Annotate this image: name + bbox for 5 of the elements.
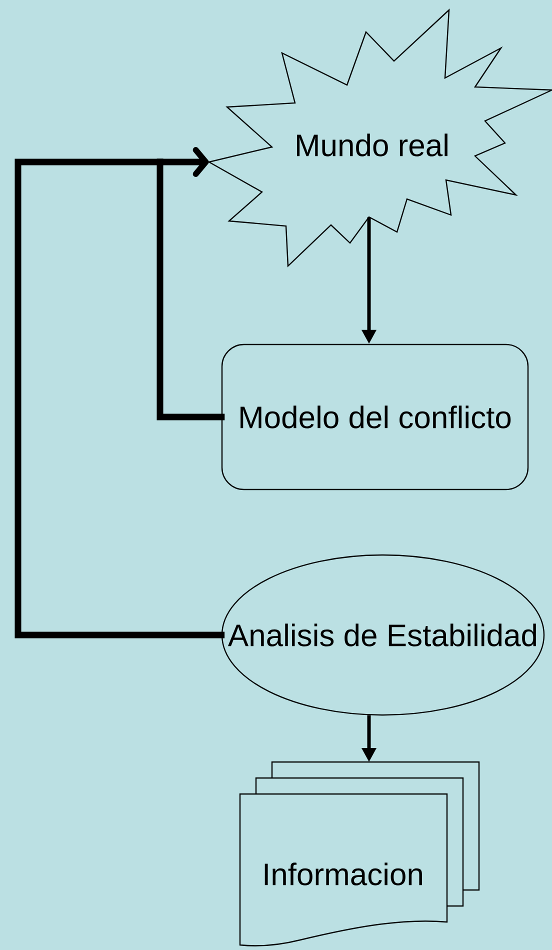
feedback-line (14, 158, 225, 638)
node-label: Informacion (264, 862, 422, 886)
feedback-arrow (157, 147, 209, 177)
document-stack: Informacion (239, 761, 480, 946)
process-box: Modelo del conflicto (221, 344, 529, 490)
